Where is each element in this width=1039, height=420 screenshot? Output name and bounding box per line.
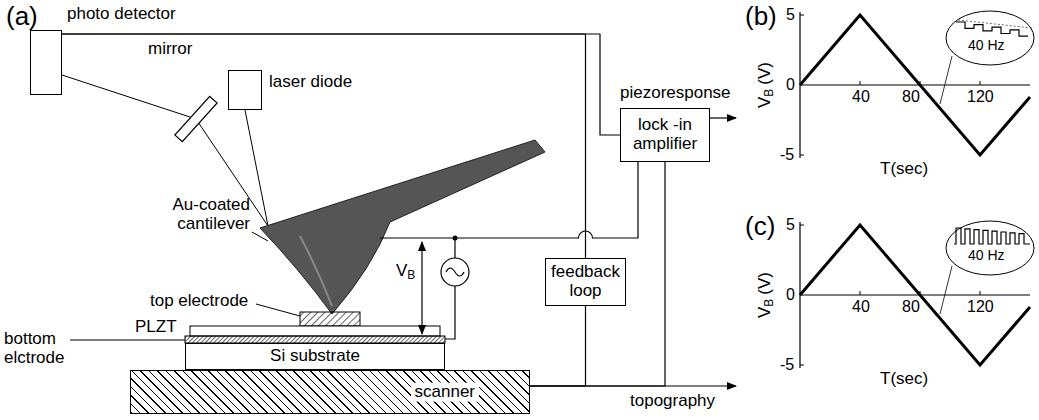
tick-value: 80 (902, 298, 920, 316)
tip-wire (380, 162, 638, 238)
part-label: PLZT (135, 318, 177, 337)
panel-letter: (b) (745, 2, 777, 31)
bias-arrow (421, 242, 422, 334)
inset-ellipse (946, 221, 1034, 275)
leader-line (256, 304, 300, 316)
top-electrode (300, 312, 360, 326)
signal-label: topography (630, 392, 715, 411)
node-label: scanner (411, 383, 479, 402)
x-axis (800, 84, 1030, 85)
mirror-plate (175, 96, 217, 141)
cantilever (260, 140, 545, 314)
signal-wire (62, 34, 586, 258)
inset-waveform (954, 228, 1030, 244)
tick-value: 120 (967, 298, 994, 316)
part-label: mirror (148, 40, 192, 59)
node-label: lock -in amplifier (621, 116, 709, 153)
leader-line (940, 266, 952, 314)
tick-value: 120 (967, 88, 994, 106)
ac-symbol (446, 268, 464, 276)
label-group: VB (V) (756, 62, 776, 108)
node-label: Si substrate (270, 347, 360, 366)
axis-title: T(sec) (880, 160, 928, 179)
panel-letter: (c) (745, 212, 775, 241)
frequency-label: 40 Hz (968, 248, 1005, 263)
voltage-label: V (396, 261, 407, 280)
frequency-label: 40 Hz (968, 38, 1005, 53)
node-label: laser diode (269, 73, 352, 92)
amplifier-box: lock -in amplifier (620, 108, 710, 162)
plzt-layer (190, 326, 440, 336)
axis-title: V (755, 307, 774, 318)
x-axis (800, 294, 1030, 295)
ac-source (441, 258, 469, 286)
leader-line (70, 340, 185, 341)
axis-subscript: B (762, 299, 776, 307)
axis-unit: (V) (755, 272, 774, 295)
signal-wire (530, 306, 586, 386)
part-label: bottom elctrode (4, 330, 70, 367)
inset-waveform (956, 22, 1028, 36)
signal-wire (62, 34, 620, 135)
label-group: VB (V) (756, 272, 776, 318)
axis-subscript: B (762, 89, 776, 97)
voltage-subscript: B (407, 268, 415, 282)
feedback-box: feedback loop (545, 258, 626, 306)
leader-line (940, 56, 952, 104)
node-label: feedback loop (546, 263, 625, 300)
axis-title: T(sec) (880, 370, 928, 389)
tick-value: -5 (780, 146, 794, 164)
tick-value: 5 (786, 216, 795, 234)
wire (454, 238, 455, 258)
detector-box: photo detector (30, 30, 62, 95)
tick-value: 0 (786, 286, 795, 304)
tick-value: 40 (852, 298, 870, 316)
node-label: photo detector (67, 5, 176, 24)
label-group: VB (396, 262, 415, 282)
tick-value: -5 (780, 356, 794, 374)
inset-ellipse (946, 11, 1034, 65)
tick-value: 5 (786, 6, 795, 24)
output-arrow (710, 117, 736, 118)
laser-box: laser diode (228, 70, 262, 110)
substrate-layer: Si substrate (185, 343, 445, 370)
panel-letter: (a) (6, 2, 38, 31)
tick-value: 0 (786, 76, 795, 94)
inset-guide (958, 20, 1032, 28)
signal-label: piezoresponse (620, 84, 731, 103)
part-label: top electrode (150, 292, 248, 311)
wire (445, 286, 455, 339)
bottom-electrode (185, 336, 445, 343)
leader-line (252, 232, 268, 241)
cantilever-highlight (300, 236, 332, 306)
axis-unit: (V) (755, 62, 774, 85)
part-label: Au-coated cantilever (140, 196, 250, 233)
scanner-stage: scanner (130, 370, 530, 414)
tick-value: 80 (902, 88, 920, 106)
axis-title: V (755, 97, 774, 108)
tick-value: 40 (852, 88, 870, 106)
signal-wire (530, 162, 665, 386)
